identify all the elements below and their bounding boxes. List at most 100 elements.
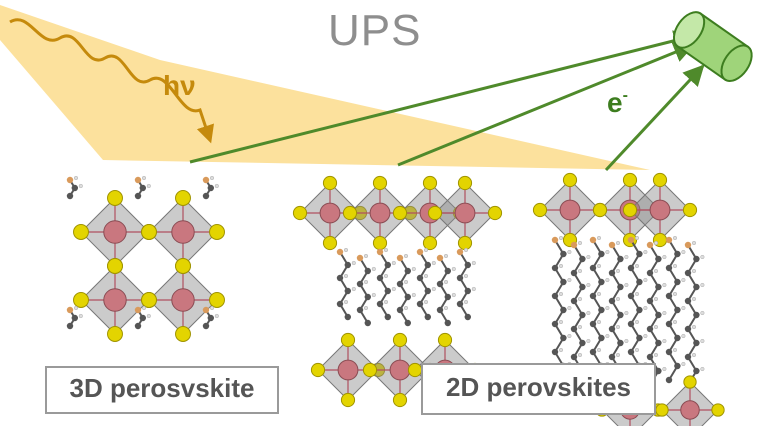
hydrogen-atom [363,253,369,259]
halide-atom [622,202,638,218]
carbon-atom [608,269,616,277]
hydrogen-atom [691,268,697,274]
nitrogen-atom [134,176,142,184]
nitrogen-atom [336,248,344,256]
halide-atom [392,332,408,348]
carbon-atom [424,287,431,295]
carbon-atom [134,322,142,330]
carbon-atom [436,306,444,314]
hydrogen-atom [411,292,416,298]
carbon-atom [674,250,681,258]
carbon-atom [376,300,384,308]
nitrogen-atom [646,241,654,249]
hydrogen-atom [403,279,409,285]
carbon-atom [436,280,444,288]
electron-path-2d-a [397,42,695,167]
hydrogen-atom [423,247,429,253]
hydrogen-atom [451,292,456,298]
nitrogen-atom [66,306,74,314]
nitrogen-atom [356,254,364,262]
carbon-atom [551,264,559,272]
carbon-atom [344,261,351,269]
hydrogen-atom [634,263,640,269]
hydrogen-atom [634,235,640,241]
hydrogen-atom [577,268,583,274]
halide-atom [487,205,503,221]
carbon-atom [627,264,635,272]
halide-atom [175,190,191,206]
hydrogen-atom [700,366,705,372]
carbon-atom [655,339,662,347]
nitrogen-atom [608,241,616,249]
hydrogen-atom [558,263,564,269]
carbon-atom [570,297,578,305]
carbon-atom [684,325,692,333]
carbon-atom [344,313,351,321]
hydrogen-atom [700,310,705,316]
hydrogen-atom [672,235,678,241]
halide-atom [457,235,473,251]
hydrogen-atom [363,305,369,311]
hydrogen-atom [73,305,79,311]
hydrogen-atom [443,253,449,259]
carbon-atom [384,261,391,269]
hydrogen-atom [624,338,629,344]
carbon-atom [424,261,431,269]
hydrogen-atom [700,338,705,344]
carbon-atom [674,306,681,314]
hydrogen-atom [383,247,389,253]
hydrogen-atom [662,366,667,372]
carbon-atom [444,267,451,275]
carbon-atom [617,339,624,347]
halide-atom [209,292,225,308]
hydrogen-atom [700,254,705,260]
carbon-atom [579,339,586,347]
hydrogen-atom [624,282,629,288]
hydrogen-atom [586,338,591,344]
halide-atom [562,172,578,188]
hydrogen-atom [624,310,629,316]
carbon-atom [646,325,654,333]
halide-atom [73,292,89,308]
hydrogen-atom [209,175,215,181]
halide-atom [422,235,438,251]
hydrogen-atom [605,305,610,311]
halide-atom [652,172,668,188]
carbon-atom [608,325,616,333]
carbon-atom [404,293,411,301]
hydrogen-atom [146,313,151,319]
hydrogen-atom [577,352,583,358]
carbon-atom [134,192,142,200]
hydrogen-atom [423,299,429,305]
metal-atom [319,202,341,224]
hydrogen-atom [653,240,659,246]
halide-atom [422,175,438,191]
carbon-atom [655,367,662,375]
hydrogen-atom [596,235,602,241]
metal-atom [680,400,700,420]
carbon-atom [207,314,214,322]
carbon-atom [364,293,371,301]
halide-atom [107,190,123,206]
hydrogen-atom [586,254,591,260]
carbon-atom [655,283,662,291]
carbon-atom [627,348,635,356]
carbon-atom [570,325,578,333]
metal-atom [103,220,127,244]
hydrogen-atom [558,291,564,297]
hydrogen-atom [691,240,697,246]
carbon-atom [636,334,643,342]
carbon-atom [396,306,404,314]
hydrogen-atom [596,291,602,297]
carbon-atom [665,320,673,328]
hydrogen-atom [605,249,610,255]
carbon-atom [617,283,624,291]
metal-atom [559,199,581,221]
carbon-atom [665,376,673,384]
hydrogen-atom [596,263,602,269]
halide-atom [322,175,338,191]
nitrogen-atom [456,248,464,256]
label-3d-perovskite: 3D perosvskite [45,366,279,414]
